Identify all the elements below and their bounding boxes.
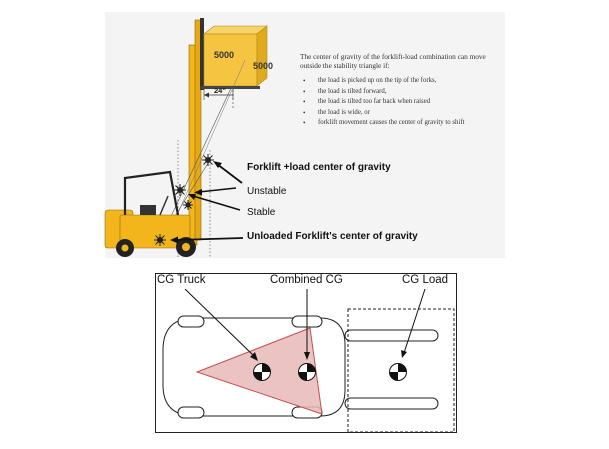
right-fork xyxy=(344,397,439,410)
stable-cg-star xyxy=(183,200,193,210)
arrow-unstable xyxy=(194,187,237,196)
distance-arrow xyxy=(204,92,209,98)
stability-line-1 xyxy=(159,85,233,241)
rear-right-wheel xyxy=(177,406,205,419)
unstable-label: Unstable xyxy=(247,186,287,197)
steering-column xyxy=(159,195,169,216)
note-item: forklift movement causes the center of g… xyxy=(300,118,510,129)
note-item: the load is wide, or xyxy=(300,108,510,119)
cg-load-pointer xyxy=(401,288,426,358)
stability-note-list: the load is picked up on the tip of the … xyxy=(300,76,510,129)
note-item: the load is tilted forward, xyxy=(300,87,510,98)
front-wheel-hub xyxy=(182,243,190,251)
unloaded-cg-label: Unloaded Forklift's center of gravity xyxy=(247,231,418,242)
load-side-label: 5000 xyxy=(253,61,274,71)
distance-label: 24" xyxy=(214,86,226,95)
cg-truck-pointer xyxy=(184,288,258,361)
arrow-unloaded-cg xyxy=(170,236,244,244)
note-item: the load is tilted too far back when rai… xyxy=(300,97,510,108)
cg-truck-symbol xyxy=(253,363,271,381)
stability-note-title: The center of gravity of the forklift-lo… xyxy=(300,52,486,70)
combined-cg-label-bottom: Combined CG xyxy=(270,274,343,286)
load-outline xyxy=(347,308,455,433)
combined-cg-pointer xyxy=(304,289,310,360)
forks xyxy=(200,86,260,89)
note-item: the load is picked up on the tip of the … xyxy=(300,76,510,87)
carriage-backrest xyxy=(200,18,204,90)
combined-cg-symbol xyxy=(298,363,316,381)
combined-cg-label: Forklift +load center of gravity xyxy=(247,162,391,173)
cg-load-symbol xyxy=(389,363,407,381)
overhead-guard xyxy=(123,170,180,216)
unloaded-cg-star xyxy=(154,234,166,246)
unstable-cg-star xyxy=(174,184,186,196)
load-front-label: 5000 xyxy=(214,50,235,60)
rear-left-wheel xyxy=(177,315,205,328)
arrow-combined-cg xyxy=(213,161,243,184)
left-fork xyxy=(344,329,439,342)
rear-wheel-hub xyxy=(121,244,129,252)
stable-label: Stable xyxy=(247,207,276,218)
stability-line-3 xyxy=(174,59,246,221)
seat xyxy=(140,205,156,215)
cg-load-label: CG Load xyxy=(402,274,449,286)
arrow-stable xyxy=(188,194,241,211)
load-box-side xyxy=(256,25,268,87)
combined-cg-star xyxy=(202,154,214,166)
cg-truck-label: CG Truck xyxy=(157,274,206,286)
